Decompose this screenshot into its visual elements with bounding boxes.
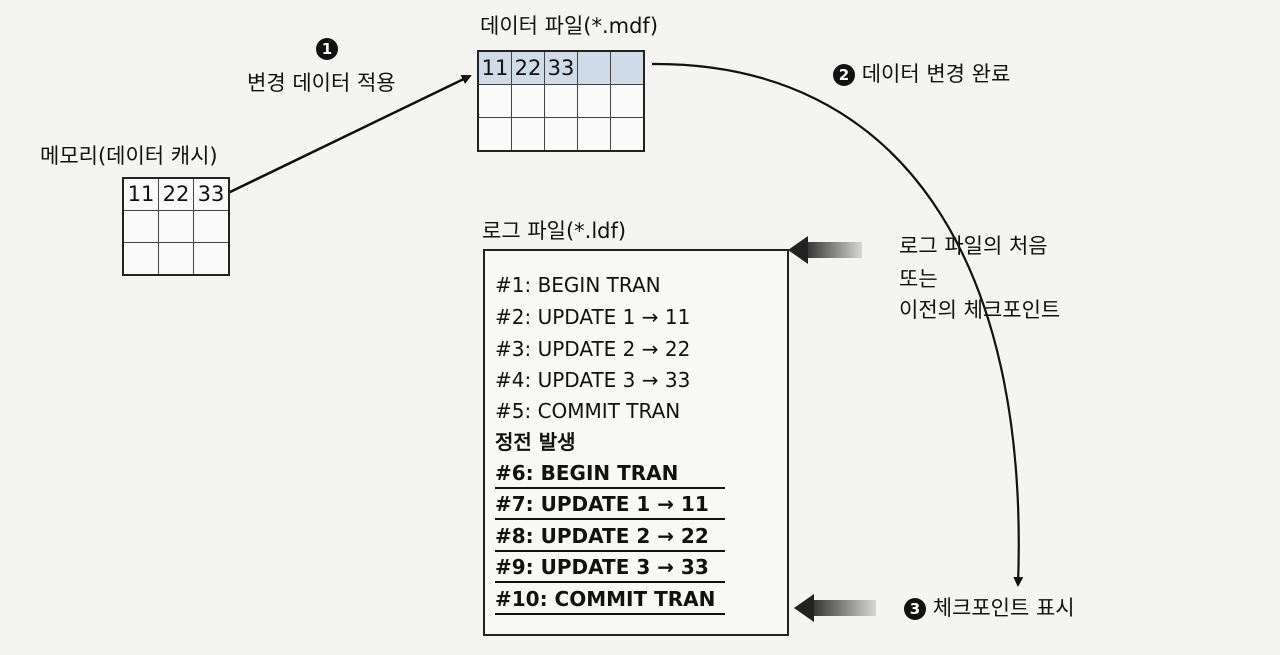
mdf-cell	[610, 117, 645, 152]
memory-cell	[193, 242, 230, 276]
memory-cell: 22	[158, 177, 194, 211]
arrow-log-start	[788, 236, 862, 264]
mdf-cell	[544, 84, 578, 118]
memory-cell	[122, 210, 159, 243]
mdf-cell	[577, 50, 611, 85]
log-line-power-failure: 정전 발생	[495, 430, 576, 454]
arrow-mdf-to-checkpoint	[651, 62, 1024, 587]
mdf-row	[477, 117, 645, 152]
mdf-cell	[577, 117, 611, 152]
mdf-row: 11 22 33	[477, 50, 645, 85]
step1-label: 변경 데이터 적용	[247, 71, 396, 95]
log-title: 로그 파일(*.ldf)	[482, 219, 627, 243]
mdf-cell	[477, 84, 512, 118]
memory-cell	[158, 210, 194, 243]
mdf-cell	[544, 117, 578, 152]
memory-row: 11 22 33	[122, 177, 230, 211]
step1-number-icon: 1	[316, 38, 338, 60]
log-line: #3: UPDATE 2 → 22	[495, 337, 691, 361]
mdf-cell: 33	[544, 50, 578, 85]
log-line: #8: UPDATE 2 → 22	[495, 526, 725, 552]
mdf-cell	[511, 84, 545, 118]
memory-row	[122, 242, 230, 276]
memory-title: 메모리(데이터 캐시)	[40, 144, 218, 168]
start-note-line1: 로그 파일의 처음	[899, 234, 1048, 258]
arrow-memory-to-mdf	[227, 74, 472, 195]
memory-cell: 33	[193, 177, 230, 211]
start-note-line2: 또는	[899, 267, 938, 291]
log-line: #7: UPDATE 1 → 11	[495, 494, 725, 520]
arrow-checkpoint-mark	[794, 594, 876, 622]
log-line: #6: BEGIN TRAN	[495, 463, 725, 489]
mdf-cell: 22	[511, 50, 545, 85]
memory-cell	[158, 242, 194, 276]
mdf-cell	[610, 50, 645, 85]
mdf-cell	[511, 117, 545, 152]
log-line: #9: UPDATE 3 → 33	[495, 557, 725, 583]
memory-cell: 11	[122, 177, 159, 211]
memory-cell	[122, 242, 159, 276]
memory-grid: 11 22 33	[122, 177, 230, 276]
log-line: #1: BEGIN TRAN	[495, 273, 661, 297]
mdf-cell: 11	[477, 50, 512, 85]
log-line: #4: UPDATE 3 → 33	[495, 368, 691, 392]
step1-badge: 1	[316, 38, 338, 60]
log-line: #10: COMMIT TRAN	[495, 589, 725, 615]
mdf-cell	[577, 84, 611, 118]
mdf-grid: 11 22 33	[477, 50, 645, 152]
start-note-line3: 이전의 체크포인트	[899, 298, 1061, 322]
step2-number-icon: 2	[833, 64, 855, 86]
mdf-cell	[610, 84, 645, 118]
log-box: #1: BEGIN TRAN #2: UPDATE 1 → 11 #3: UPD…	[483, 249, 789, 636]
step3-number-icon: 3	[904, 598, 926, 620]
memory-row	[122, 210, 230, 243]
mdf-cell	[477, 117, 512, 152]
mdf-title: 데이터 파일(*.mdf)	[480, 14, 659, 38]
step2-caption: 2 데이터 변경 완료	[833, 64, 1010, 86]
memory-cell	[193, 210, 230, 243]
mdf-row	[477, 84, 645, 118]
log-line: #5: COMMIT TRAN	[495, 399, 681, 423]
log-line: #2: UPDATE 1 → 11	[495, 305, 691, 329]
step3-label: 체크포인트 표시	[932, 596, 1075, 620]
step3-caption: 3 체크포인트 표시	[904, 598, 1075, 620]
step2-label: 데이터 변경 완료	[861, 62, 1011, 86]
